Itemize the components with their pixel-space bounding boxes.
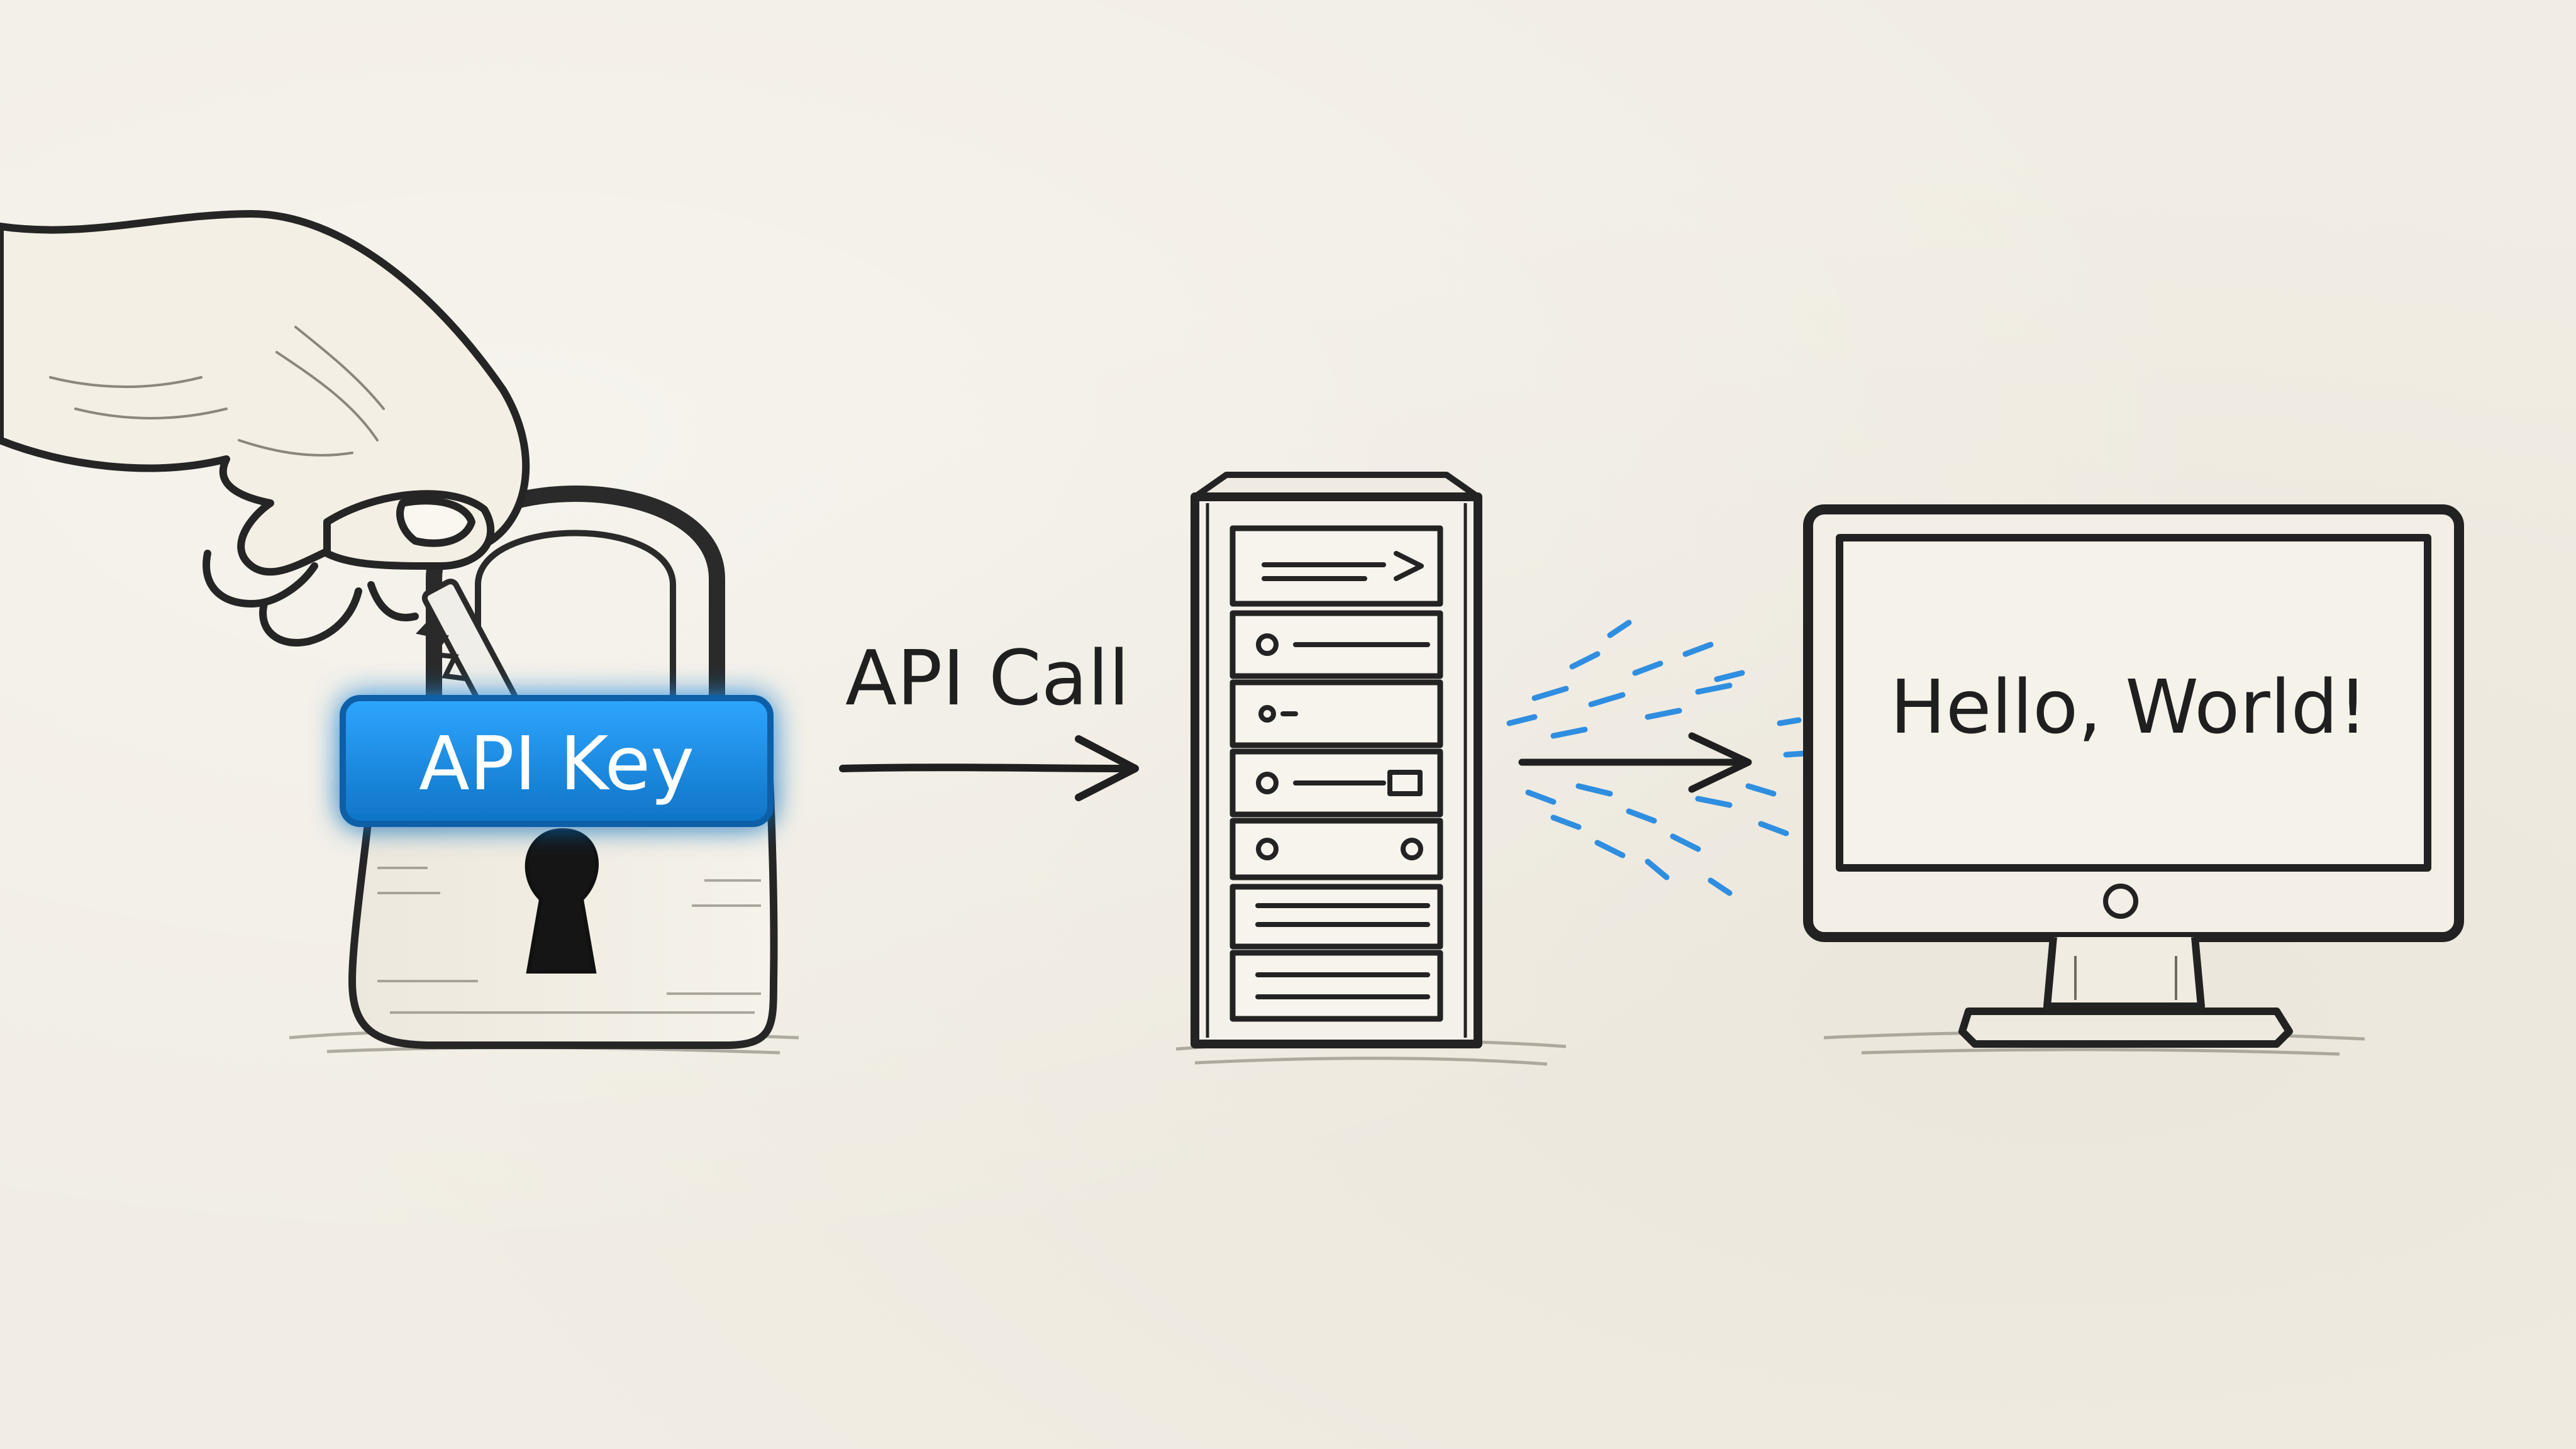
api-call-arrow bbox=[839, 735, 1139, 801]
api-key-badge bbox=[340, 695, 774, 827]
hand-illustration bbox=[0, 210, 530, 647]
keyhole-icon bbox=[525, 828, 599, 974]
api-key-text: API Key bbox=[419, 720, 694, 807]
monitor-screen-text: Hello, World! bbox=[1890, 663, 2368, 750]
data-stream-arrow bbox=[1518, 732, 1752, 793]
server-icon bbox=[1191, 472, 1482, 1048]
api-key-label bbox=[340, 695, 774, 827]
data-stream-particles bbox=[1506, 619, 1808, 896]
api-call-label: API Call bbox=[845, 635, 1130, 723]
monitor-power-button bbox=[2103, 884, 2138, 919]
monitor-icon bbox=[1803, 504, 2464, 1048]
